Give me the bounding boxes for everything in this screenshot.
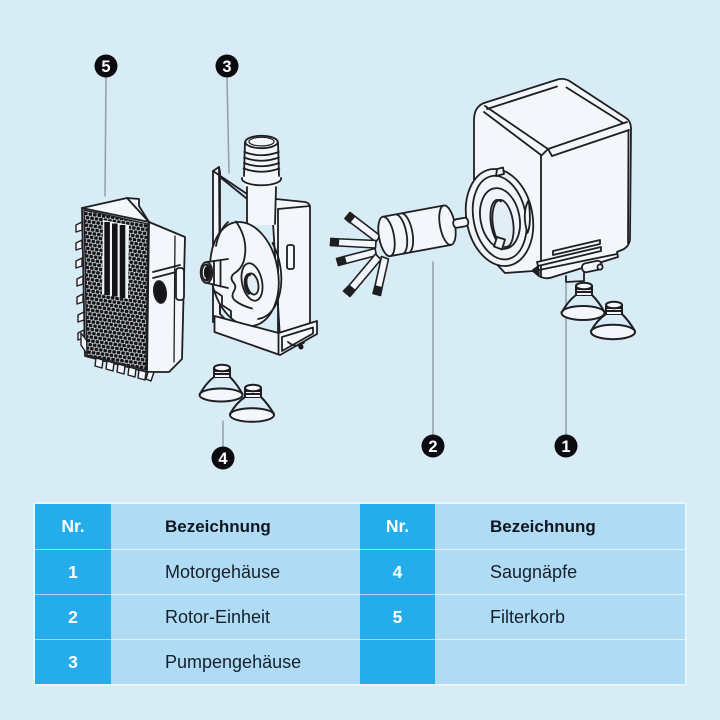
svg-text:5: 5 [101, 58, 110, 76]
svg-text:2: 2 [428, 438, 437, 456]
svg-text:4: 4 [218, 450, 228, 468]
svg-text:1: 1 [561, 438, 570, 456]
svg-text:3: 3 [222, 58, 231, 76]
